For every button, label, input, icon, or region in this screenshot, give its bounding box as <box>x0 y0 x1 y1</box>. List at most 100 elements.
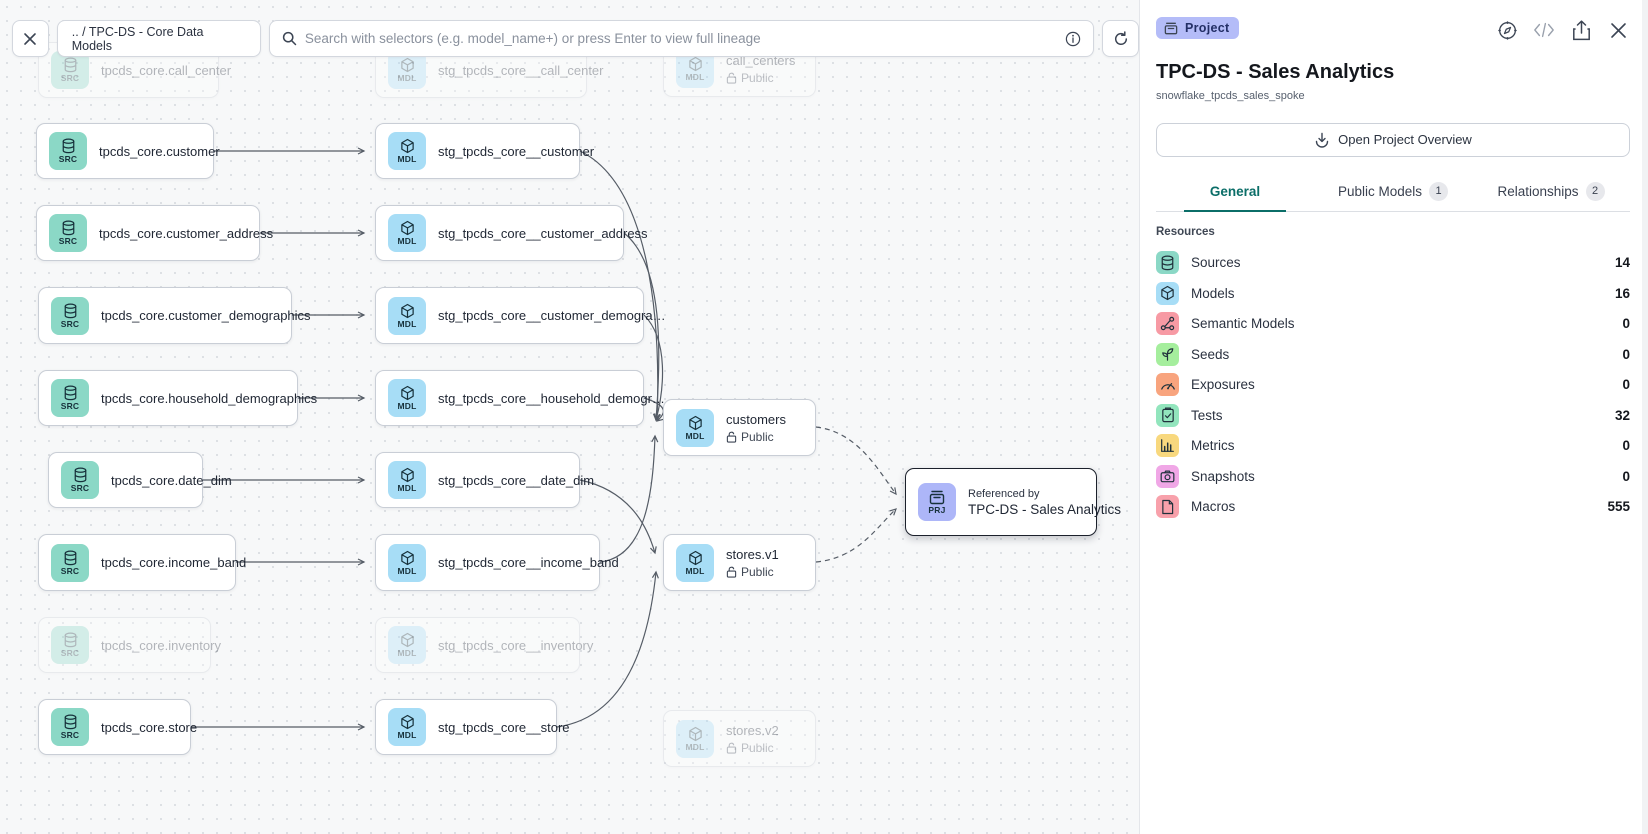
tab-general[interactable]: General <box>1156 174 1314 212</box>
search-input[interactable] <box>304 31 1058 46</box>
breadcrumb[interactable]: .. / TPC-DS - Core Data Models <box>56 20 261 57</box>
lock-open-icon <box>726 431 737 443</box>
mdl-badge-icon: MDL <box>388 379 426 417</box>
open-overview-icon <box>1314 132 1330 148</box>
resource-label: Seeds <box>1191 346 1230 362</box>
node-title: stg_tpcds_core__store <box>438 719 570 735</box>
code-icon[interactable] <box>1532 18 1556 42</box>
panel-scrollbar[interactable] <box>1642 0 1648 834</box>
mdl-badge-icon: MDL <box>388 708 426 746</box>
mdl-badge-icon: MDL <box>388 461 426 499</box>
close-icon[interactable] <box>1606 18 1630 42</box>
node-title: tpcds_core.date_dim <box>111 472 232 488</box>
node-text: stg_tpcds_core__customer_demogra… <box>438 308 666 323</box>
node-title: stg_tpcds_core__customer_address <box>438 225 648 241</box>
open-project-overview-button[interactable]: Open Project Overview <box>1156 122 1630 157</box>
resource-label: Sources <box>1191 255 1241 271</box>
src-badge-icon: SRC <box>49 214 87 252</box>
graph-node-mdl-stg-store[interactable]: MDL stg_tpcds_core__store <box>375 699 570 755</box>
close-lineage-button[interactable] <box>12 20 49 57</box>
node-text: tpcds_core.household_demographics <box>101 391 317 406</box>
mdl-badge-icon: MDL <box>388 626 426 664</box>
node-title: stg_tpcds_core__customer_demogra… <box>438 308 666 323</box>
node-title: stores.v1 <box>726 546 779 562</box>
resource-count: 0 <box>1622 346 1630 362</box>
tests-icon <box>1156 403 1179 427</box>
resource-count: 14 <box>1614 255 1630 271</box>
refresh-button[interactable] <box>1102 20 1139 57</box>
close-icon <box>23 32 37 46</box>
resource-label: Metrics <box>1191 438 1235 454</box>
node-title: stg_tpcds_core__date_dim <box>438 472 595 488</box>
share-icon[interactable] <box>1569 18 1593 42</box>
lock-open-icon <box>726 742 737 754</box>
lineage-search[interactable] <box>268 20 1095 57</box>
node-title: stg_tpcds_core__call_center <box>438 62 604 78</box>
node-public-label: Public <box>726 430 786 444</box>
node-text: tpcds_core.customer <box>99 144 220 159</box>
graph-node-src-household-demographics[interactable]: SRC tpcds_core.household_demographics <box>38 370 317 426</box>
node-title: tpcds_core.store <box>101 719 198 735</box>
search-icon <box>282 31 297 46</box>
prj-badge-icon: PRJ <box>918 483 956 521</box>
resource-row-seeds[interactable]: Seeds 0 <box>1156 339 1630 370</box>
tab-label: Public Models <box>1337 183 1423 199</box>
src-badge-icon: SRC <box>51 51 89 89</box>
lineage-toolbar: .. / TPC-DS - Core Data Models <box>12 20 1139 57</box>
src-badge-icon: SRC <box>51 626 89 664</box>
resource-row-sources[interactable]: Sources 14 <box>1156 248 1630 279</box>
compass-icon[interactable] <box>1495 18 1519 42</box>
node-title: tpcds_core.customer <box>99 143 220 159</box>
exposures-icon <box>1156 373 1179 397</box>
tab-count-badge: 1 <box>1429 181 1449 201</box>
node-text: tpcds_core.store <box>101 720 197 735</box>
resource-count: 0 <box>1622 468 1630 484</box>
src-badge-icon: SRC <box>51 379 89 417</box>
node-text: tpcds_core.call_center <box>101 63 231 78</box>
mdl-badge-icon: MDL <box>676 543 714 582</box>
mdl-badge-icon: MDL <box>388 132 426 170</box>
info-icon[interactable] <box>1065 31 1081 47</box>
node-public-label: Public <box>726 741 779 755</box>
semantic-models-icon <box>1156 312 1179 336</box>
tab-count-badge: 2 <box>1585 181 1605 201</box>
models-icon <box>1156 281 1179 305</box>
resource-label: Semantic Models <box>1191 316 1295 332</box>
macros-icon <box>1156 495 1179 519</box>
node-text: stg_tpcds_core__call_center <box>438 63 604 78</box>
tab-public-models[interactable]: Public Models 1 <box>1314 174 1472 211</box>
resource-label: Exposures <box>1191 377 1255 393</box>
node-title: stores.v2 <box>726 722 779 738</box>
details-panel: Project TPC-DS - Sales Analytics snowfla… <box>1139 0 1648 834</box>
graph-node-mdl-stg-date-dim[interactable]: MDL stg_tpcds_core__date_dim <box>375 452 594 508</box>
